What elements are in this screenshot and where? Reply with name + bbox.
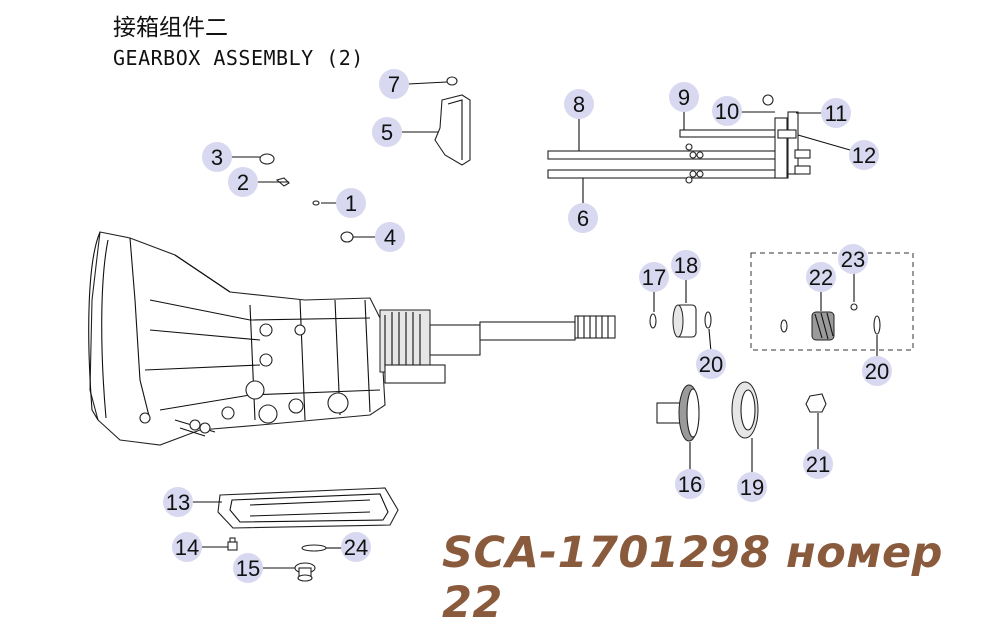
callout-20b: 20 [862, 356, 892, 386]
callout-label: 15 [236, 556, 260, 581]
callout-3: 3 [202, 142, 232, 172]
callout-11: 11 [821, 98, 851, 128]
callout-16: 16 [675, 469, 705, 499]
callout-9: 9 [669, 82, 699, 112]
callout-label: 11 [825, 101, 848, 126]
callout-13: 13 [163, 487, 193, 517]
nut-21 [805, 393, 827, 413]
callout-label: 12 [852, 143, 876, 168]
callout-10: 10 [712, 96, 742, 126]
gear-16 [656, 384, 700, 442]
callout-label: 2 [237, 170, 249, 195]
oil-pan-13 [217, 487, 399, 529]
part-number-label: SCA-1701298 номер 22 [442, 528, 943, 628]
snap-ring-20a [704, 311, 712, 329]
callout-label: 8 [573, 92, 585, 117]
callout-label: 1 [345, 191, 357, 216]
callout-1: 1 [336, 188, 366, 218]
callout-8: 8 [564, 89, 594, 119]
callout-23: 23 [838, 244, 868, 274]
callout-22: 22 [806, 262, 836, 292]
callout-label: 14 [175, 535, 199, 560]
plug-4 [340, 231, 354, 243]
callout-label: 6 [577, 206, 589, 231]
title-chinese: 接箱组件二 [113, 15, 228, 41]
bolt-14 [227, 537, 238, 551]
drain-plug-15 [294, 562, 316, 582]
callout-2: 2 [228, 167, 258, 197]
gearbox-housing [88, 231, 386, 446]
snap-ring [780, 319, 788, 333]
callout-21: 21 [803, 449, 833, 479]
callout-6: 6 [568, 203, 598, 233]
callout-12: 12 [849, 140, 879, 170]
ball-23 [850, 303, 858, 311]
callout-label: 21 [806, 452, 830, 477]
callout-label: 24 [344, 535, 368, 560]
snap-ring-17 [649, 313, 657, 329]
callout-label: 19 [740, 475, 764, 500]
callout-20a: 20 [696, 349, 726, 379]
ball-1 [312, 200, 320, 206]
callout-label: 16 [678, 472, 702, 497]
callout-label: 22 [809, 265, 833, 290]
shift-rods [547, 94, 811, 184]
callout-label: 18 [674, 253, 698, 278]
callout-label: 23 [841, 247, 865, 272]
callout-label: 4 [384, 225, 396, 250]
callout-7: 7 [379, 69, 409, 99]
callout-18: 18 [671, 250, 701, 280]
callout-label: 17 [642, 265, 666, 290]
callout-15: 15 [233, 553, 263, 583]
output-shaft [379, 309, 616, 384]
callout-19: 19 [737, 472, 767, 502]
bracket-5 [434, 94, 471, 166]
callout-4: 4 [375, 222, 405, 252]
title-english: GEARBOX ASSEMBLY (2) [113, 46, 364, 70]
plug-3 [259, 153, 275, 165]
callout-label: 9 [678, 85, 690, 110]
washer-24 [301, 544, 327, 552]
bearing-19 [731, 381, 759, 439]
callout-label: 20 [699, 352, 723, 377]
snap-ring-20b [873, 315, 881, 335]
callout-17: 17 [639, 262, 669, 292]
callout-14: 14 [172, 532, 202, 562]
callout-5: 5 [372, 117, 402, 147]
callout-label: 7 [388, 72, 400, 97]
callout-24: 24 [341, 532, 371, 562]
plug-7 [446, 76, 458, 86]
callout-label: 20 [865, 359, 889, 384]
callout-label: 5 [381, 120, 393, 145]
sub-assembly-box [750, 252, 914, 351]
callout-label: 3 [211, 145, 223, 170]
callout-label: 13 [166, 490, 190, 515]
callout-label: 10 [715, 99, 739, 124]
